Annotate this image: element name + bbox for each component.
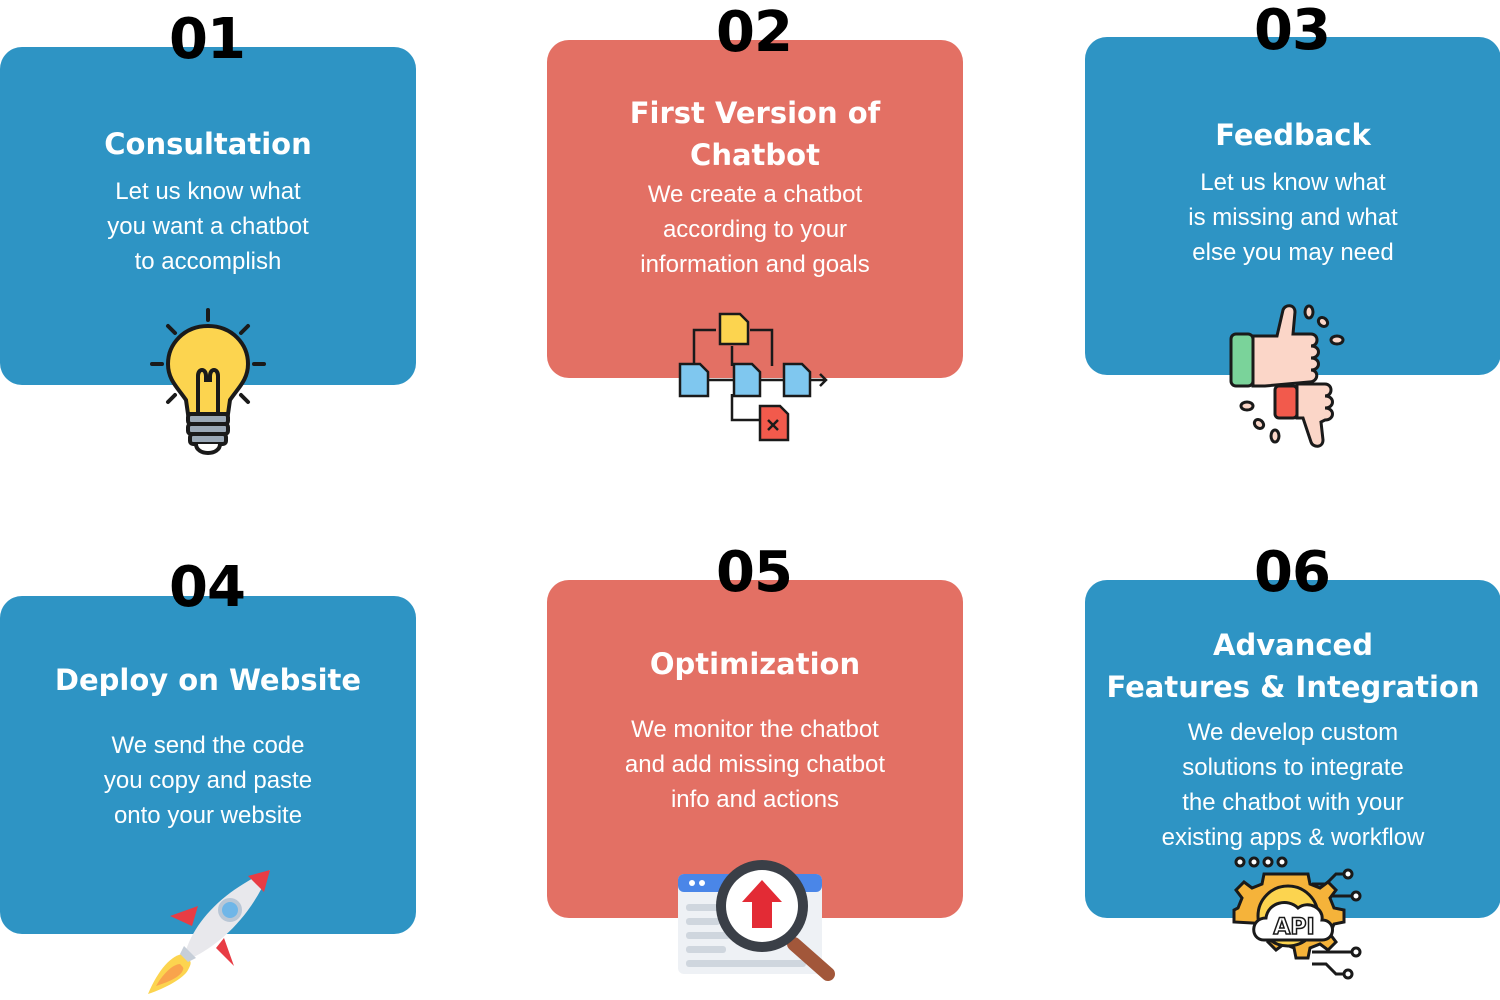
step-number: 02: [716, 0, 793, 65]
step-title: Optimization: [649, 647, 861, 681]
step-title: Deploy on Website: [54, 663, 362, 697]
step-number: 01: [169, 7, 246, 72]
step-number: 04: [169, 555, 246, 620]
rocket-icon: [148, 870, 270, 994]
step-title: First Version of Chatbot: [629, 96, 881, 172]
step-card-2: First Version of Chatbot We create a cha…: [547, 40, 963, 378]
step-description: We develop custom solutions to integrate…: [1161, 719, 1425, 851]
flowchart-icon: [678, 312, 828, 442]
step-description: We create a chatbot according to your in…: [640, 181, 870, 278]
step-title: Consultation: [104, 127, 312, 161]
step-card-4: Deploy on Website We send the code you c…: [0, 596, 416, 934]
step-description: Let us know what is missing and what els…: [1188, 169, 1398, 266]
magnifier-upload-icon: [678, 860, 835, 981]
api-label: API: [1273, 915, 1314, 940]
step-description: We monitor the chatbot and add missing c…: [624, 716, 886, 813]
step-description: Let us know what you want a chatbot to a…: [107, 178, 309, 275]
step-title: Feedback: [1215, 118, 1371, 152]
step-card-6: Advanced Features & Integration We devel…: [1085, 580, 1500, 918]
lightbulb-icon: [150, 308, 266, 455]
thumbs-up-down-icon: [1229, 304, 1345, 448]
step-number: 05: [716, 540, 793, 605]
api-gear-icon: API: [1232, 856, 1362, 980]
step-number: 06: [1254, 540, 1331, 605]
step-title: Advanced Features & Integration: [1106, 628, 1480, 704]
step-description: We send the code you copy and paste onto…: [103, 732, 313, 829]
step-number: 03: [1254, 0, 1331, 63]
